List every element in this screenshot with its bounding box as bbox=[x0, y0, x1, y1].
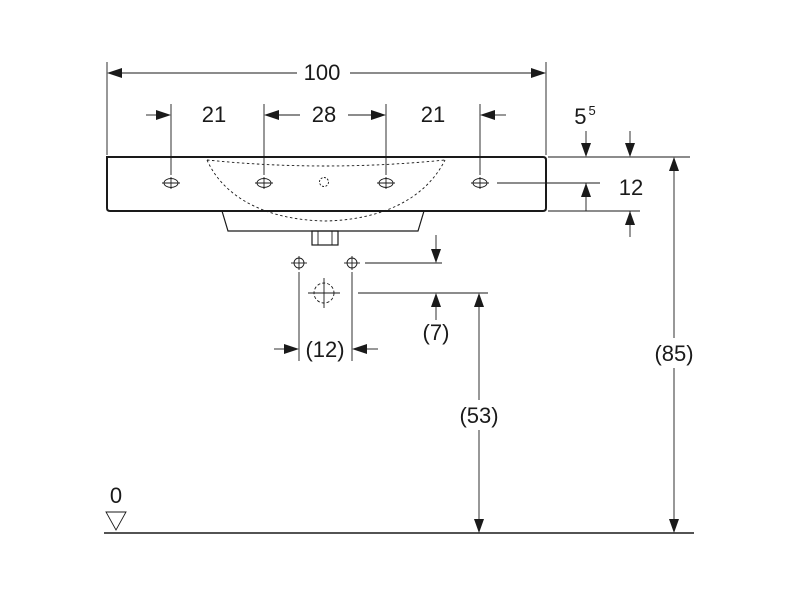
label-tap-spacing-right: 21 bbox=[421, 102, 445, 127]
label-drain-drop: (7) bbox=[423, 320, 450, 345]
tap-hole-markers bbox=[162, 177, 600, 189]
label-drain-height: (53) bbox=[459, 403, 498, 428]
floor-level: 0 bbox=[104, 483, 694, 534]
waste-outlet-center bbox=[308, 278, 340, 308]
drain-hole-left bbox=[291, 256, 307, 270]
label-total-height: (85) bbox=[654, 341, 693, 366]
label-drain-spacing: (12) bbox=[305, 337, 344, 362]
dim-overall-width: 100 bbox=[106, 60, 547, 155]
dim-front-height: 12 bbox=[548, 156, 690, 237]
drain-connection-markers bbox=[291, 256, 488, 308]
label-tap-spacing-center: 28 bbox=[312, 102, 336, 127]
label-front-height: 12 bbox=[619, 175, 643, 200]
dim-tap-spacing: 21 28 21 bbox=[146, 102, 506, 127]
tap-hole-3 bbox=[377, 177, 395, 189]
level-triangle-icon bbox=[105, 511, 127, 531]
label-overall-width: 100 bbox=[304, 60, 341, 85]
tap-hole-1 bbox=[162, 177, 180, 189]
tap-extension-lines bbox=[170, 104, 481, 175]
label-floor-level: 0 bbox=[110, 483, 122, 508]
dim-total-height: (85) bbox=[654, 157, 694, 533]
tap-hole-2 bbox=[255, 177, 273, 189]
tap-hole-4 bbox=[471, 177, 489, 189]
dim-drain-height: (53) bbox=[459, 293, 499, 533]
dim-drain-spacing: (12) bbox=[274, 272, 378, 362]
bowl-contour-hidden bbox=[206, 159, 446, 222]
drain-hole-right bbox=[344, 256, 360, 270]
dim-drain-drop: (7) bbox=[423, 235, 450, 345]
label-tap-spacing-left: 21 bbox=[202, 102, 226, 127]
basin-outline bbox=[106, 156, 547, 246]
